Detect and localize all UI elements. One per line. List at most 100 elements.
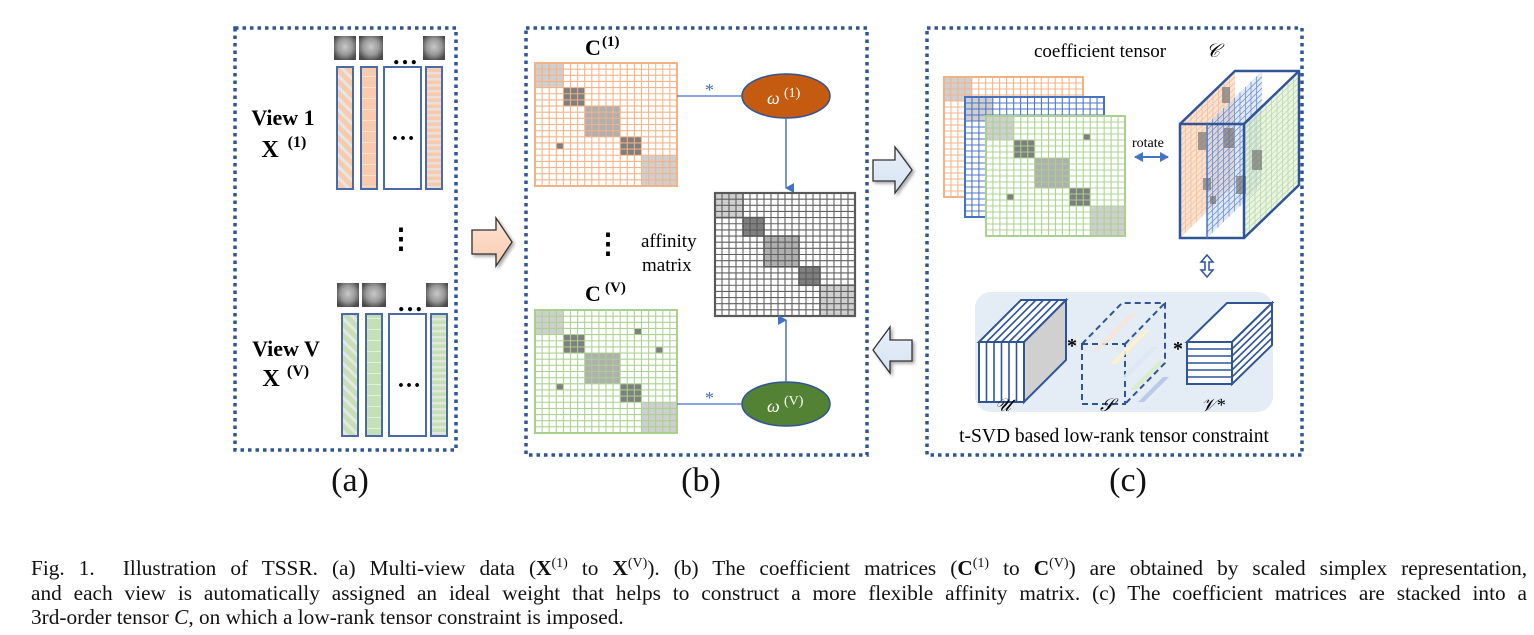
tensor-s-cube	[1081, 302, 1169, 405]
matrices-vertical-ellipsis: ⋮	[594, 229, 622, 260]
view-v-faces: …	[337, 283, 448, 317]
matrix-block	[563, 334, 585, 354]
v-side-stripe	[1231, 337, 1273, 378]
caption-sup: (1)	[972, 556, 990, 571]
matrix-gridlines	[986, 116, 1125, 236]
matrix-gridlines	[535, 310, 677, 433]
u-top-stripe	[1008, 299, 1052, 343]
caption-line-2: and each view is automatically assigned …	[31, 580, 1527, 605]
matrix-block	[1013, 140, 1035, 158]
face-image	[426, 283, 448, 307]
cube-block	[1210, 196, 1216, 204]
matrix-block	[743, 217, 764, 237]
view-1-superscript: (1)	[288, 134, 307, 151]
matrix-block-outline	[798, 265, 821, 287]
view-1-title: View 1	[251, 105, 314, 130]
u-top-stripe	[1000, 299, 1045, 343]
u-symbol: 𝒰	[995, 395, 1016, 415]
figure-canvas: … … View 1 X (1) ⋮ … … View V	[233, 26, 1304, 457]
matrix-border	[534, 309, 678, 434]
c1-symbol: C	[585, 35, 601, 60]
view-v-superscript: (V)	[287, 363, 309, 380]
cube-front-face	[1178, 122, 1246, 240]
views-vertical-ellipsis: ⋮	[387, 224, 415, 255]
view-1-group: … … View 1 X (1)	[251, 36, 445, 190]
matrix-block	[634, 328, 642, 335]
v-symbol: 𝒱*	[1201, 395, 1225, 415]
panel-b-frame	[524, 26, 869, 457]
panel-b-label: (b)	[681, 462, 721, 499]
coefficient-matrix-cv	[534, 309, 678, 434]
vertical-double-arrow-icon	[1199, 253, 1215, 279]
view-1-symbol: X	[261, 137, 279, 163]
matrix-block	[620, 136, 642, 156]
affinity-label-line2: matrix	[642, 255, 692, 276]
matrix-block	[641, 402, 677, 433]
figure-number: Fig. 1.	[31, 556, 95, 580]
panel-c-frame	[925, 26, 1304, 457]
matrix-block	[620, 383, 642, 403]
caption-line-3: 3rd-order tensor C, on which a low-rank …	[31, 605, 1527, 630]
c1-superscript: (1)	[602, 34, 620, 50]
matrix-block	[641, 155, 677, 186]
omega-1-superscript: (1)	[784, 86, 801, 101]
data-column-placeholder	[383, 66, 422, 190]
figure-caption: Fig. 1. Illustration of TSSR. (a) Multi-…	[31, 556, 1527, 630]
omega-v-symbol: ω	[767, 396, 780, 416]
panel-a-frame	[233, 26, 458, 452]
face-image	[334, 36, 356, 60]
affinity-label-line1: affinity	[641, 231, 697, 252]
caption-symbol: C	[174, 605, 189, 629]
caption-symbol: C	[957, 556, 973, 580]
face-image	[423, 36, 445, 60]
omega-v-superscript: (V)	[784, 394, 804, 409]
matrix-block	[799, 266, 820, 286]
stacked-matrix-green	[985, 115, 1126, 237]
caption-symbol: X	[612, 556, 628, 580]
v-side-stripe	[1231, 323, 1273, 364]
tensor-u-cube	[976, 297, 1069, 405]
panel-c: coefficient tensor 𝒞 rotate *	[925, 26, 1304, 457]
multiply-star: *	[705, 80, 714, 100]
face-image	[337, 283, 359, 307]
faces-ellipsis: …	[392, 41, 418, 70]
cube-block	[1224, 128, 1234, 148]
v-side-stripe	[1231, 309, 1273, 350]
faces-ellipsis: …	[397, 288, 423, 317]
panel-b: C (1) * ω (1) ⋮ affinity matrix C (V) * …	[524, 26, 869, 457]
view-v-title: View V	[252, 336, 320, 361]
matrix-block	[584, 353, 621, 384]
rotated-tensor-cube	[1178, 69, 1301, 240]
rotate-label: rotate	[1132, 136, 1164, 151]
matrix-block	[820, 285, 855, 316]
cube-block	[1222, 87, 1230, 103]
tsvd-star: *	[1173, 338, 1183, 360]
view-v-symbol: X	[262, 366, 280, 392]
panel-c-label: (c)	[1109, 462, 1147, 499]
data-column	[425, 66, 443, 190]
matrix-block-outline	[742, 216, 765, 237]
tsvd-caption: t-SVD based low-rank tensor constraint	[959, 426, 1269, 447]
matrix-block	[1083, 134, 1091, 140]
matrix-gridlines	[715, 193, 855, 316]
tsvd-star: *	[1067, 335, 1077, 357]
view-1-faces: …	[334, 36, 445, 70]
affinity-matrix	[713, 191, 857, 318]
data-column	[336, 66, 354, 190]
matrix-block	[556, 383, 564, 390]
cube-slice-grid	[1243, 76, 1300, 233]
cube-block	[1236, 176, 1246, 194]
caption-text: ) are obtained by scaled simplex represe…	[1068, 556, 1528, 580]
matrix-block	[563, 87, 585, 107]
matrix-border	[985, 115, 1126, 237]
matrix-border	[534, 62, 678, 187]
matrix-gridlines	[535, 63, 677, 186]
caption-text: to	[581, 556, 599, 580]
matrix-block	[556, 142, 564, 150]
columns-ellipsis: …	[397, 367, 421, 393]
caption-text: , on which a low-rank tensor constraint …	[188, 605, 624, 629]
arrow-right-icon	[471, 215, 513, 269]
matrix-block	[764, 236, 799, 267]
face-image	[359, 36, 383, 60]
caption-symbol: C	[1033, 556, 1050, 580]
